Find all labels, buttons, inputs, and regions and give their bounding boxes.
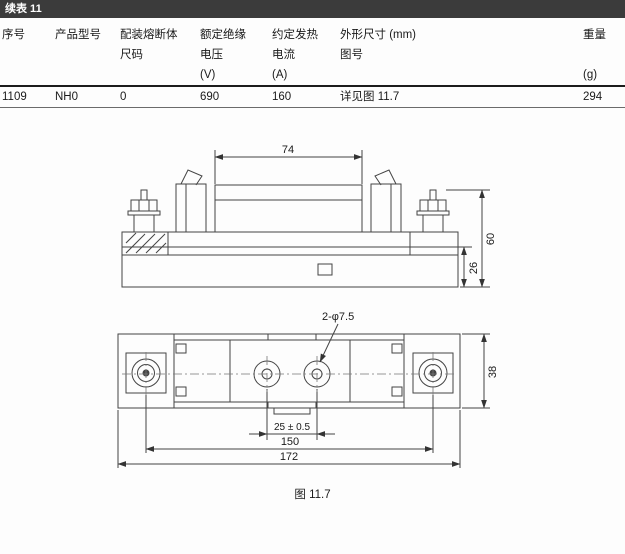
cell-weight: 294 (583, 91, 603, 103)
header-line: 电压 (200, 49, 223, 61)
dim-label-depth: 38 (487, 366, 499, 378)
header-line: 重量 (583, 29, 606, 41)
cell-heating-current: 160 (272, 91, 292, 103)
continued-table-bar: 续表 11 (0, 0, 625, 18)
header-line: 额定绝缘 (200, 29, 246, 41)
centerlines (122, 352, 456, 396)
header-line: 尺码 (120, 49, 143, 61)
header-line: 图号 (340, 49, 363, 61)
cell-dimension-ref: 详见图 11.7 (340, 91, 400, 103)
dim-label-front-height: 60 (485, 233, 497, 245)
col-header-model: 产品型号 (55, 25, 120, 85)
plan-view (117, 323, 490, 468)
holes-callout-label: 2-φ7.5 (322, 311, 354, 323)
dim-label-front-width: 74 (282, 144, 294, 156)
header-line (2, 65, 55, 85)
col-header-serial: 序号 (2, 25, 55, 85)
dim-label-hole-spacing: 25 ± 0.5 (274, 422, 311, 433)
header-line (55, 45, 120, 65)
dimension-labels: 74 60 26 2-φ7.5 38 25 ± 0.5 150 172 (274, 144, 499, 463)
dim-label-base-height: 26 (468, 262, 480, 274)
col-header-heating-current: 约定发热 电流 (A) (272, 25, 340, 85)
col-header-outline-dimensions: 外形尺寸 (mm) 图号 (340, 25, 583, 85)
table-row: 1109 NH0 0 690 160 详见图 11.7 294 (0, 87, 625, 108)
col-header-weight: 重量 (g) (583, 25, 623, 85)
continued-table-label: 续表 11 (5, 3, 42, 15)
table-header-row: 序号 产品型号 配装熔断体 尺码 额定绝缘 电压 (V) 约定发热 电 (0, 18, 625, 87)
dim-label-overall-length: 172 (280, 451, 298, 463)
cell-rated-voltage: 690 (200, 91, 220, 103)
figure-caption: 图 11.7 (294, 489, 331, 501)
header-line: (A) (272, 69, 288, 81)
cell-fuse-size: 0 (120, 91, 127, 103)
header-line (55, 65, 120, 85)
header-line: (V) (200, 69, 216, 81)
dim-label-mounting-span: 150 (281, 436, 299, 448)
header-line: 配装熔断体 (120, 29, 178, 41)
cell-serial: 1109 (2, 91, 27, 103)
header-line (583, 45, 623, 65)
col-header-rated-voltage: 额定绝缘 电压 (V) (200, 25, 272, 85)
col-header-fuse-size: 配装熔断体 尺码 (120, 25, 200, 85)
front-view (121, 150, 490, 288)
header-line (120, 65, 200, 85)
header-line (2, 45, 55, 65)
header-line: 约定发热 (272, 29, 318, 41)
header-line: (g) (583, 69, 598, 81)
header-line: 产品型号 (55, 29, 101, 41)
fuse-base-technical-drawing: 74 60 26 2-φ7.5 38 25 ± 0.5 150 172 (117, 144, 499, 468)
header-line: 电流 (272, 49, 295, 61)
figure-11-7: 74 60 26 2-φ7.5 38 25 ± 0.5 150 172 图 11… (0, 112, 625, 502)
header-line (340, 65, 583, 85)
cell-model: NH0 (55, 91, 79, 103)
spec-table: 序号 产品型号 配装熔断体 尺码 额定绝缘 电压 (V) 约定发热 电 (0, 18, 625, 108)
header-line: 外形尺寸 (mm) (340, 29, 417, 41)
header-line: 序号 (2, 29, 25, 41)
